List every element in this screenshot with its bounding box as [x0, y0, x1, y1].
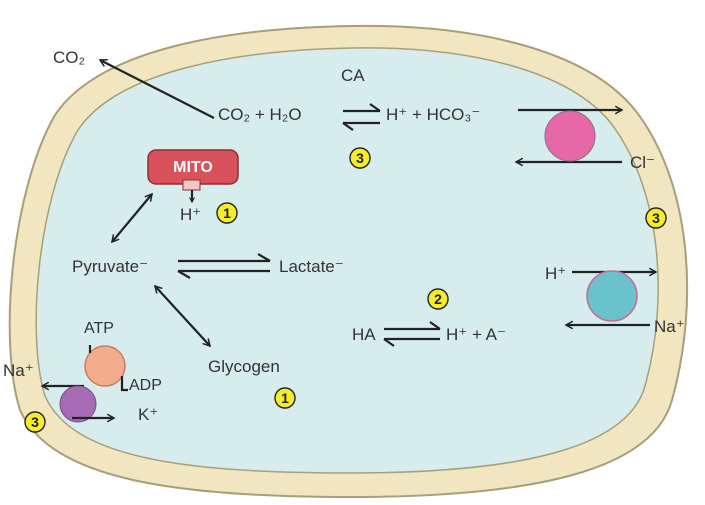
na-k-pump: [59, 385, 97, 423]
atpase-pump: [84, 345, 126, 387]
ca-label: CA: [341, 66, 365, 85]
badge-pump: 3: [24, 411, 46, 433]
adp-label: ADP: [129, 377, 162, 394]
svg-text:2: 2: [434, 291, 442, 307]
buffer-equilibrium-arrows: [383, 321, 441, 347]
adp-arrow: [120, 376, 128, 392]
badge-glycogen: 1: [274, 387, 296, 409]
pyruvate-lactate-arrows: [177, 253, 271, 279]
svg-text:MITO: MITO: [173, 159, 213, 176]
na-h-exchanger: [586, 270, 638, 322]
svg-text:1: 1: [223, 205, 231, 221]
cl-label: Cl⁻: [630, 153, 655, 172]
k-label: K⁺: [138, 405, 158, 424]
h-right-label: H⁺: [545, 264, 566, 283]
badge-buffer: 2: [427, 288, 449, 310]
pyruvate-glycogen-arrow: [155, 286, 210, 346]
co2-h2o-label: CO₂ + H₂O: [218, 105, 302, 124]
badge-right: 3: [645, 207, 667, 229]
svg-text:1: 1: [281, 390, 289, 406]
badge-top: 3: [349, 147, 371, 169]
pyruvate-mito-arrow: [112, 194, 152, 242]
glycogen-label: Glycogen: [208, 357, 280, 376]
pyruvate-label: Pyruvate⁻: [72, 257, 148, 276]
badge-mito: 1: [216, 202, 238, 224]
na-right-label: Na⁺: [654, 317, 685, 336]
co2-efflux-arrow: [100, 60, 215, 119]
ha-label: HA: [352, 325, 376, 344]
h-hco3-label: H⁺ + HCO₃⁻: [386, 105, 480, 124]
na-left-label: Na⁺: [3, 361, 34, 380]
h-mito-label: H⁺: [180, 205, 201, 224]
svg-text:3: 3: [356, 150, 364, 166]
ca-equilibrium-arrows: [342, 103, 381, 131]
h-a-label: H⁺ + A⁻: [446, 325, 506, 344]
svg-text:3: 3: [652, 210, 660, 226]
co2-out-label: CO₂: [53, 48, 85, 67]
atp-label: ATP: [84, 320, 114, 337]
cl-hco3-exchanger: [544, 110, 596, 162]
svg-text:3: 3: [31, 414, 39, 430]
mitochondrion: MITO: [147, 149, 239, 191]
lactate-label: Lactate⁻: [279, 257, 344, 276]
